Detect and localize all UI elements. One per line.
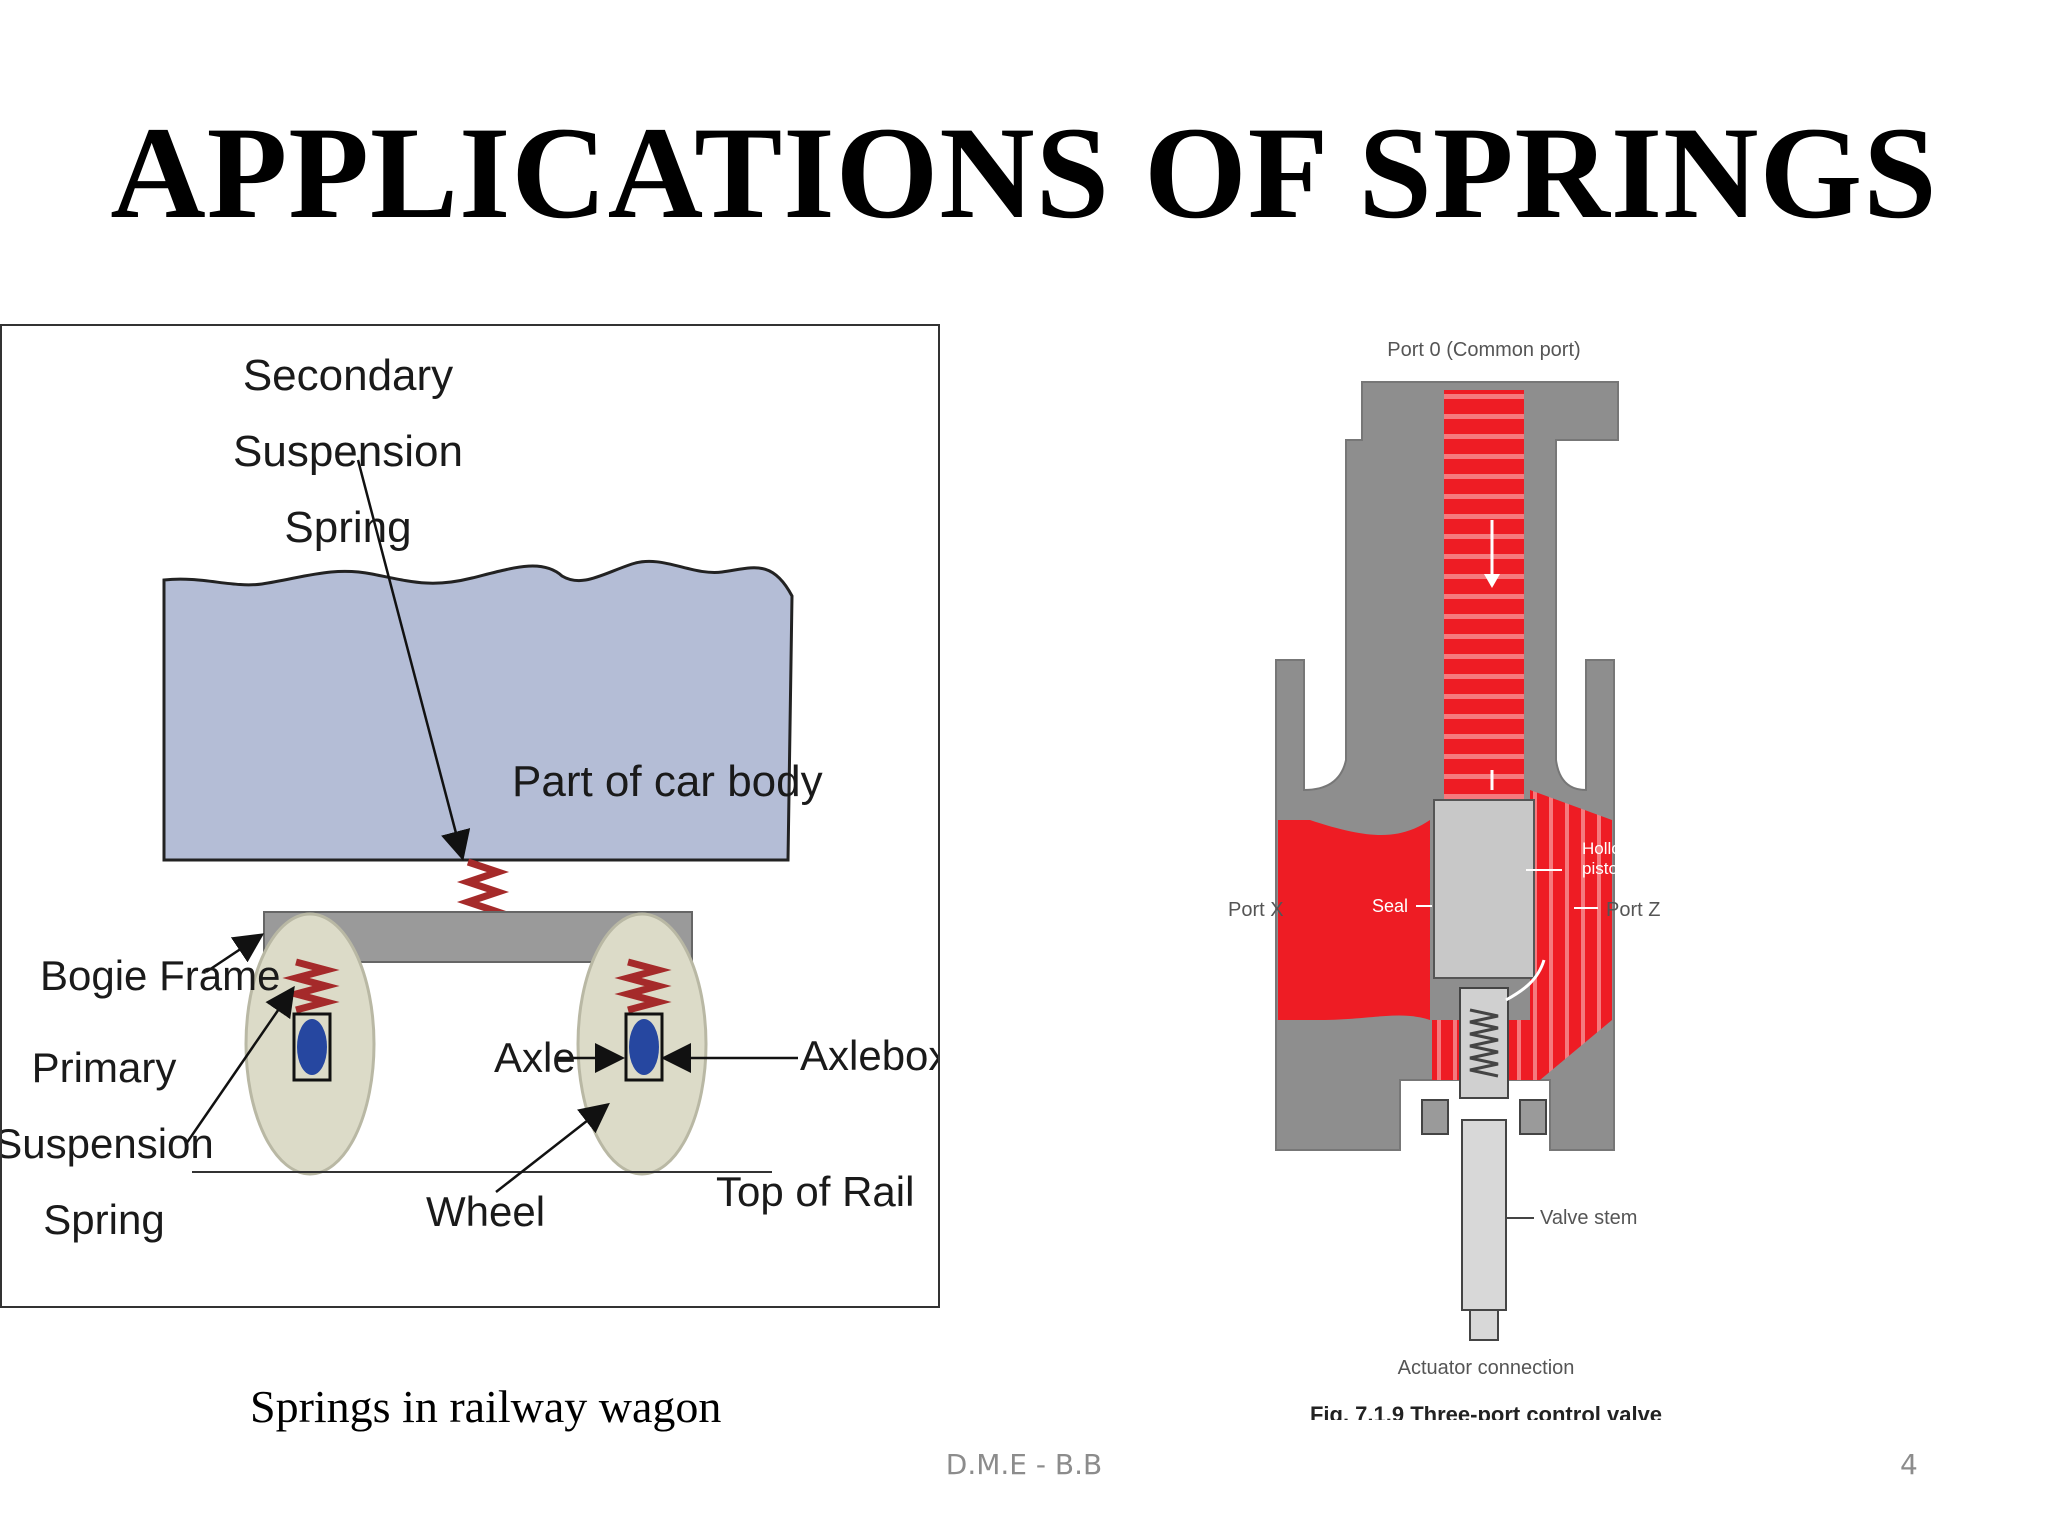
footer-author: D.M.E - B.B [945,1448,1103,1481]
common-port-fluid [1444,390,1524,862]
stem-spring [1469,1008,1499,1078]
primary-spring-left [282,958,340,1014]
slide-title: APPLICATIONS OF SPRINGS [110,99,1938,246]
axlebox-left [292,1012,332,1082]
label-secondary-line1: Secondary [243,351,453,400]
label-valve-stem: Valve stem [1540,1207,1637,1229]
control-valve-diagram: Port 0 (Common port) Port X Port Z Seal … [1170,320,1770,1420]
label-port-z: Port Z [1606,899,1660,921]
axle-left [297,1019,327,1075]
port-x-fluid [1278,820,1430,1020]
primary-spring-right [614,958,672,1014]
label-port-x: Port X [1228,899,1284,921]
valve-stem [1461,1119,1507,1311]
label-primary-line2: Suspension [2,1120,214,1167]
label-bogie-frame: Bogie Frame [40,952,280,999]
hollow-piston [1433,799,1535,979]
label-axlebox: Axlebox [800,1032,938,1079]
label-primary-line1: Primary [32,1044,177,1091]
label-port-0: Port 0 (Common port) [1387,339,1580,361]
label-actuator: Actuator connection [1398,1357,1575,1379]
car-body-shape [162,559,794,862]
label-secondary-line2: Suspension [233,427,463,476]
label-seal: Seal [1372,896,1408,916]
label-hollow: Hollow [1582,839,1634,858]
valve-fig-caption: Fig. 7.1.9 Three-port control valve [1310,1402,1662,1420]
label-primary-line3: Spring [43,1196,164,1243]
railway-wagon-diagram: Secondary Suspension Spring Part of car … [0,324,940,1308]
label-secondary-line3: Spring [284,503,411,552]
label-piston: piston [1582,859,1627,878]
page-number: 4 [1900,1448,1918,1481]
axle-right [629,1019,659,1075]
label-wheel: Wheel [426,1188,545,1235]
wagon-caption: Springs in railway wagon [250,1381,722,1432]
label-axle: Axle [494,1034,576,1081]
label-top-of-rail: Top of Rail [716,1168,914,1215]
port-z-fluid [1432,790,1612,1080]
label-car-body: Part of car body [512,757,823,806]
